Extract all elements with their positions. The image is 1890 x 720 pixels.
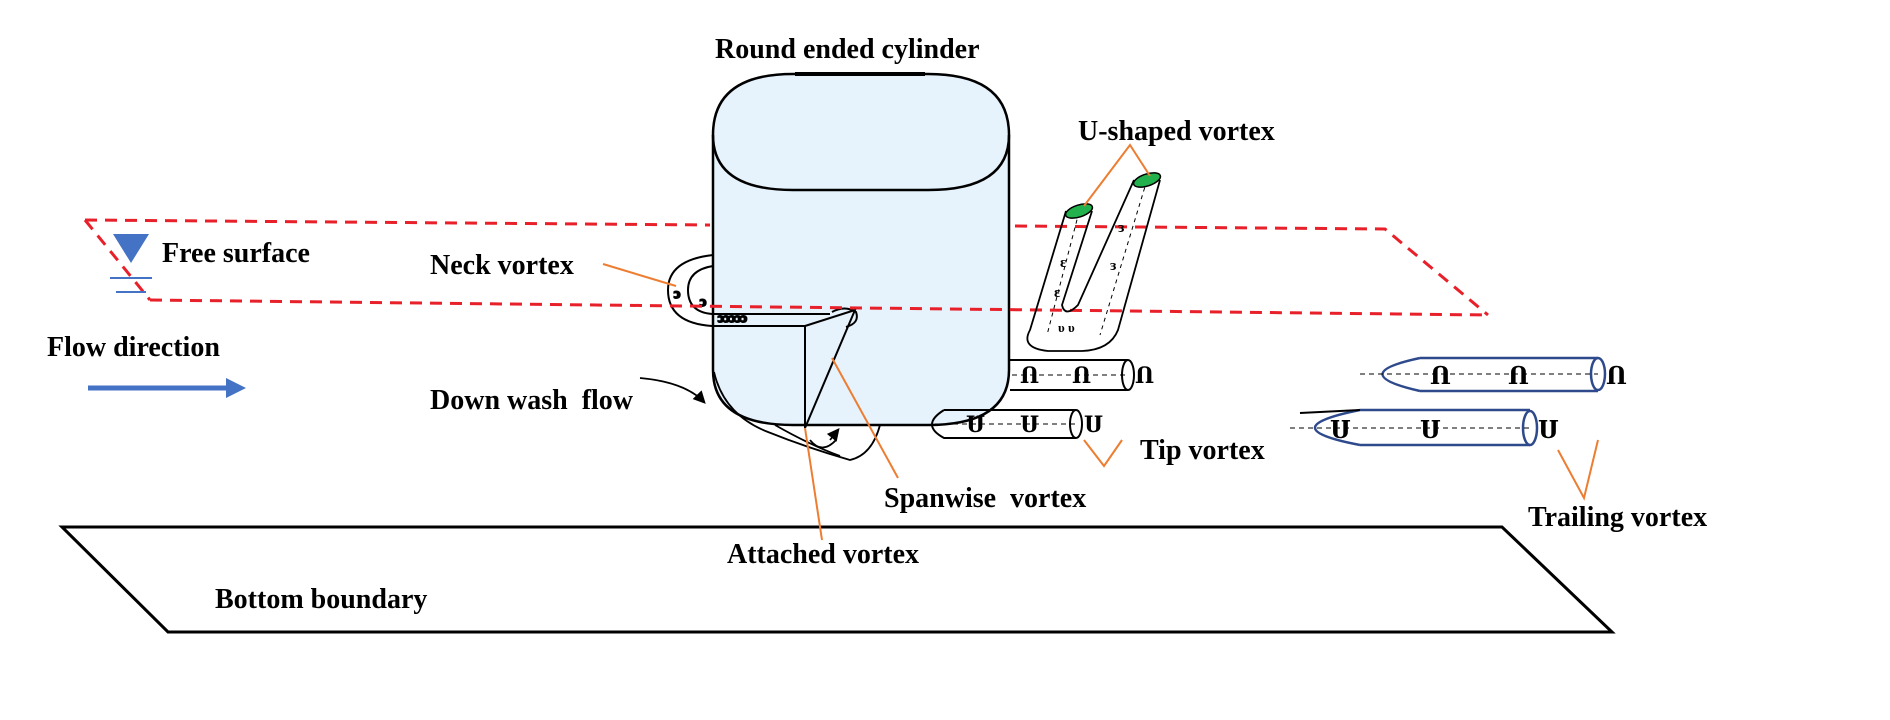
- spanwise-vortex-sheet: [804, 307, 858, 429]
- trailing-leader: [1557, 439, 1599, 501]
- svg-text:Ս: Ս: [1084, 412, 1103, 437]
- round-ended-cylinder: [711, 72, 1011, 427]
- svg-text:Ո: Ո: [1135, 363, 1154, 388]
- tip-vortex-label: Tip vortex: [1140, 435, 1265, 466]
- svg-text:Ո: Ո: [1508, 364, 1529, 390]
- bottom-boundary-label: Bottom boundary: [215, 584, 427, 615]
- svg-text:Ո: Ո: [1430, 364, 1451, 390]
- svg-text:ↄ: ↄ: [700, 295, 706, 310]
- svg-text:ɛ: ɛ: [1060, 255, 1067, 271]
- svg-text:Ս: Ս: [1020, 412, 1039, 437]
- svg-text:Ս: Ս: [1538, 418, 1559, 444]
- svg-text:Ս: Ս: [966, 412, 985, 437]
- tip-vortex-lower: Ս Ս Ս: [931, 409, 1103, 439]
- svg-text:υ υ: υ υ: [1058, 320, 1075, 335]
- down-wash-arrow: [639, 377, 706, 404]
- spanwise-vortex-label: Spanwise vortex: [884, 483, 1086, 514]
- svg-text:ↄ: ↄ: [674, 287, 680, 302]
- u-shaped-vortex: ɛ ɛ ɜ ɜ υ υ: [1026, 172, 1162, 352]
- spanwise-leader: [831, 357, 899, 479]
- leader-lines: [602, 143, 1599, 541]
- u-vortex-cap-right: [1132, 172, 1162, 188]
- svg-text:ɛ: ɛ: [1054, 285, 1061, 301]
- u-vortex-leader: [1083, 143, 1151, 207]
- flow-direction-label: Flow direction: [47, 332, 220, 363]
- triangle-down-icon: [113, 234, 149, 263]
- svg-text:Ո: Ո: [1072, 363, 1091, 388]
- trailing-vortex-upper: Ո Ո Ո: [1360, 356, 1627, 393]
- bottom-boundary-plane: [58, 525, 1616, 634]
- down-wash-flow-label: Down wash flow: [430, 385, 634, 416]
- title-label: Round ended cylinder: [715, 34, 980, 65]
- svg-text:ɜ: ɜ: [1118, 220, 1124, 236]
- free-surface-marker: [110, 234, 152, 293]
- u-vortex-cap-left: [1064, 203, 1094, 219]
- neck-leader: [602, 263, 677, 287]
- svg-text:Ո: Ո: [1606, 364, 1627, 390]
- svg-text:ↄↄↄↄↄ: ↄↄↄↄↄ: [718, 310, 747, 325]
- attached-vortex-label: Attached vortex: [727, 539, 919, 570]
- attached-leader: [804, 427, 823, 541]
- free-surface-label: Free surface: [162, 238, 310, 269]
- tip-vortex-upper: Ո Ո Ո: [1010, 359, 1154, 391]
- svg-text:Ս: Ս: [1330, 418, 1351, 444]
- neck-vortex-tube: ↄ ↄ ↄↄↄↄↄ: [666, 254, 830, 327]
- trailing-vortex-lower: Ս Ս Ս: [1290, 408, 1559, 447]
- svg-text:ɜ: ɜ: [1110, 258, 1116, 274]
- free-surface-plane: [83, 218, 1489, 317]
- tip-leader: [1083, 439, 1123, 468]
- attached-vortex-region: [713, 371, 881, 461]
- trailing-vortex-label: Trailing vortex: [1528, 502, 1707, 533]
- u-shaped-vortex-label: U-shaped vortex: [1078, 116, 1275, 147]
- svg-text:Ս: Ս: [1420, 418, 1441, 444]
- neck-vortex-label: Neck vortex: [430, 250, 574, 281]
- free-surface-front-edge: [149, 298, 1489, 317]
- svg-text:Ո: Ո: [1020, 363, 1039, 388]
